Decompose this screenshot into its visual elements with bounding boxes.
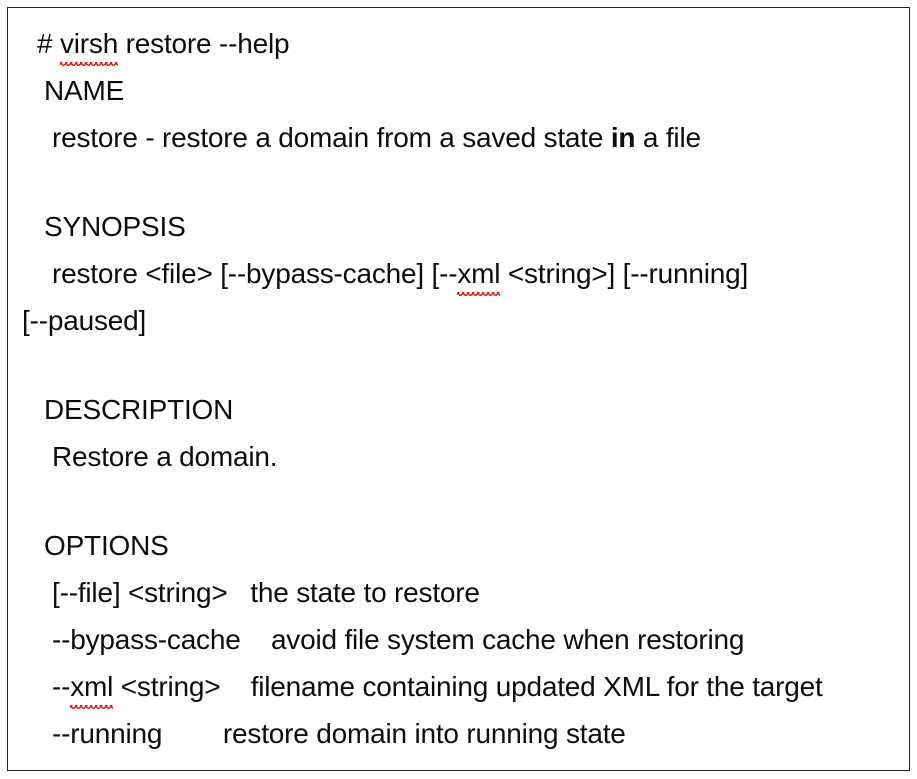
synopsis-post: <string>] [--running] (500, 258, 749, 289)
name-body-tail: a file (635, 122, 701, 153)
name-body-pre: restore - restore a domain from a saved … (52, 122, 611, 153)
blank-line-3 (22, 480, 899, 522)
blank-line-2 (22, 344, 899, 386)
option-gap (228, 577, 251, 608)
blank-line-1 (22, 161, 899, 203)
option-row: --bypass-cache avoid file system cache w… (22, 616, 899, 663)
command-arguments: restore --help (118, 28, 290, 59)
option-flag-pre: [--file] <string> (52, 577, 228, 608)
section-heading-description: DESCRIPTION (44, 394, 234, 425)
option-flag-pre: -- (52, 671, 71, 702)
option-description: restore domain into running state (222, 718, 626, 749)
name-body-bold: in (610, 122, 636, 153)
option-row: --xml <string> filename containing updat… (22, 663, 899, 710)
section-body-synopsis-line1: restore <file> [--bypass-cache] [--xml <… (22, 250, 899, 297)
option-flag-misspelled: xml (70, 663, 113, 710)
synopsis-xml-misspelled: xml (457, 250, 501, 297)
option-gap (220, 671, 250, 702)
option-description: avoid file system cache when restoring (270, 624, 745, 655)
option-flag-pre: --bypass-cache (52, 624, 241, 655)
section-body-description: Restore a domain. (52, 441, 278, 472)
option-description: the state to restore (250, 577, 480, 608)
option-gap (241, 624, 271, 655)
option-flag-pre: --running (52, 718, 163, 749)
option-description: filename containing updated XML for the … (250, 671, 823, 702)
section-body-name: restore - restore a domain from a saved … (22, 114, 899, 161)
terminal-help-output: # virsh restore --help NAME restore - re… (8, 8, 909, 770)
section-heading-options: OPTIONS (44, 530, 169, 561)
section-heading-name: NAME (44, 75, 125, 106)
synopsis-pre: restore <file> [--bypass-cache] [-- (52, 258, 458, 289)
section-body-synopsis-line2: [--paused] (22, 305, 147, 336)
command-prompt-line: # virsh restore --help (22, 20, 899, 67)
prompt-symbol: # (37, 28, 60, 59)
option-flag-post: <string> (113, 671, 221, 702)
command-name-misspelled: virsh (59, 20, 118, 67)
document-frame: # virsh restore --help NAME restore - re… (7, 7, 910, 771)
section-heading-synopsis: SYNOPSIS (44, 211, 186, 242)
option-row: [--file] <string> the state to restore (22, 569, 899, 616)
option-gap (162, 718, 223, 749)
option-row: --running restore domain into running st… (22, 710, 899, 757)
